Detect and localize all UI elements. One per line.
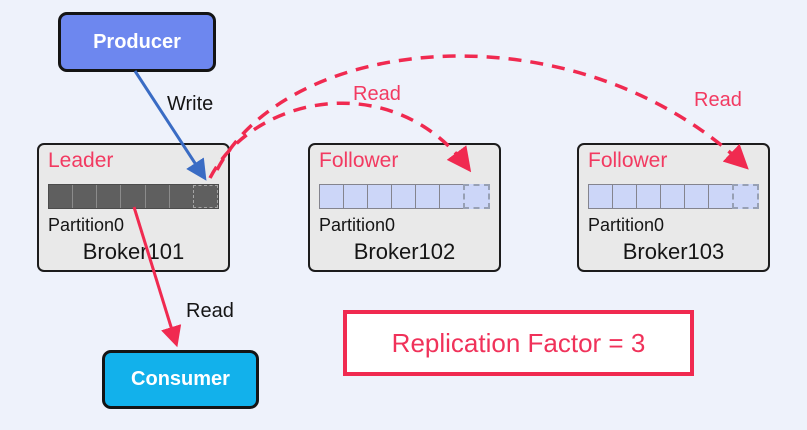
partition-cell [684, 184, 709, 209]
replication-factor-text: Replication Factor = 3 [391, 327, 646, 358]
broker103-partition-label: Partition0 [588, 215, 665, 235]
partition-cell [415, 184, 440, 209]
partition-cell [72, 185, 97, 208]
partition-cell [660, 184, 685, 209]
broker103-read-edge-label: Read [694, 89, 742, 111]
broker102-partition-bar [319, 184, 490, 209]
broker101-box: Leader Partition0 Broker101 [37, 143, 230, 272]
partition-cell [343, 184, 368, 209]
producer-node: Producer [58, 12, 216, 72]
broker101-partition-bar [48, 184, 219, 209]
broker101-name: Broker101 [82, 239, 185, 264]
partition-cell [319, 184, 344, 209]
partition-cell [439, 184, 464, 209]
consumer-node: Consumer [102, 350, 259, 409]
partition-cell [588, 184, 613, 209]
broker102-read-edge-label: Read [353, 83, 401, 105]
partition-cell [636, 184, 661, 209]
broker103-box: Follower Partition0 Broker103 [577, 143, 770, 272]
broker101-role-label: Leader [48, 149, 114, 172]
partition-cell-pending [463, 184, 490, 209]
broker102-role-label: Follower [319, 149, 399, 172]
partition-cell [49, 185, 73, 208]
partition-cell-pending [732, 184, 759, 209]
partition-cell [120, 185, 145, 208]
write-edge-label: Write [167, 93, 214, 115]
broker103-name: Broker103 [622, 239, 725, 264]
consumer-label: Consumer [131, 368, 230, 390]
partition-cell [708, 184, 733, 209]
partition-cell [168, 185, 193, 208]
broker103-partition-bar [588, 184, 759, 209]
partition-cell-pending [192, 185, 218, 208]
broker103-role-label: Follower [588, 149, 668, 172]
partition-cell [96, 185, 121, 208]
partition-cell [612, 184, 637, 209]
partition-cell [391, 184, 416, 209]
consumer-read-edge-label: Read [186, 300, 234, 322]
broker102-partition-label: Partition0 [319, 215, 396, 235]
producer-label: Producer [93, 30, 181, 53]
partition-cell [144, 185, 169, 208]
broker102-name: Broker102 [353, 239, 456, 264]
broker101-partition-label: Partition0 [48, 215, 125, 235]
broker102-box: Follower Partition0 Broker102 [308, 143, 501, 272]
replication-factor-callout: Replication Factor = 3 [343, 310, 694, 376]
partition-cell [367, 184, 392, 209]
